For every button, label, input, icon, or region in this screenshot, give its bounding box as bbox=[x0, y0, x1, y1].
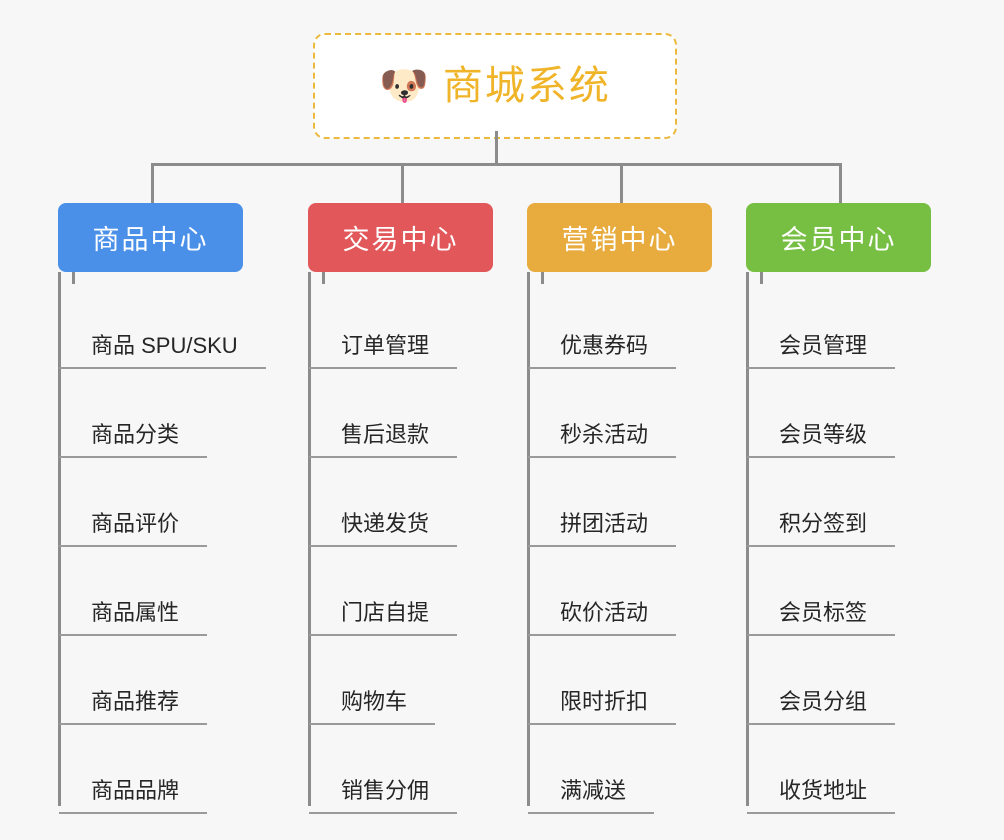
column-spine bbox=[58, 272, 61, 806]
leaf-item[interactable]: 商品评价 bbox=[58, 458, 243, 547]
leaf-item-label: 商品推荐 bbox=[59, 687, 208, 725]
connector-vertical bbox=[541, 272, 544, 284]
connector-vertical bbox=[151, 163, 154, 203]
column-spine bbox=[746, 272, 749, 806]
leaf-item-label: 砍价活动 bbox=[528, 598, 677, 636]
category-header-member-center[interactable]: 会员中心 bbox=[746, 203, 931, 272]
leaf-item[interactable]: 门店自提 bbox=[308, 547, 493, 636]
leaf-item[interactable]: 商品属性 bbox=[58, 547, 243, 636]
leaf-item[interactable]: 优惠券码 bbox=[527, 280, 712, 369]
leaf-item[interactable]: 会员标签 bbox=[746, 547, 931, 636]
leaf-item-label: 满减送 bbox=[528, 776, 655, 814]
leaf-list-trade-center: 订单管理售后退款快递发货门店自提购物车销售分佣 bbox=[308, 272, 493, 814]
category-header-label: 会员中心 bbox=[780, 225, 897, 255]
leaf-item[interactable]: 商品推荐 bbox=[58, 636, 243, 725]
leaf-item[interactable]: 商品 SPU/SKU bbox=[58, 280, 266, 369]
leaf-item-label: 会员标签 bbox=[747, 598, 896, 636]
leaf-item[interactable]: 商品分类 bbox=[58, 369, 243, 458]
column-spine bbox=[308, 272, 311, 806]
category-header-label: 交易中心 bbox=[342, 225, 459, 255]
leaf-item-label: 门店自提 bbox=[309, 598, 458, 636]
shiba-dog-icon: 🐶 bbox=[379, 64, 429, 108]
leaf-item[interactable]: 会员管理 bbox=[746, 280, 931, 369]
leaf-item[interactable]: 购物车 bbox=[308, 636, 493, 725]
leaf-item[interactable]: 拼团活动 bbox=[527, 458, 712, 547]
category-column-product-center: 商品中心商品 SPU/SKU 商品分类商品评价商品属性商品推荐商品品牌 bbox=[58, 203, 266, 814]
connector-vertical bbox=[322, 272, 325, 284]
connector-vertical bbox=[620, 163, 623, 203]
connector-vertical bbox=[401, 163, 404, 203]
leaf-item-label: 限时折扣 bbox=[528, 687, 677, 725]
leaf-item-label: 会员分组 bbox=[747, 687, 896, 725]
leaf-item-label: 商品属性 bbox=[59, 598, 208, 636]
leaf-item[interactable]: 砍价活动 bbox=[527, 547, 712, 636]
leaf-list-member-center: 会员管理会员等级积分签到会员标签会员分组收货地址 bbox=[746, 272, 931, 814]
leaf-item-label: 积分签到 bbox=[747, 509, 896, 547]
leaf-item-label: 收货地址 bbox=[747, 776, 896, 814]
category-header-label: 营销中心 bbox=[561, 225, 678, 255]
leaf-item[interactable]: 售后退款 bbox=[308, 369, 493, 458]
leaf-item-label: 售后退款 bbox=[309, 420, 458, 458]
category-header-trade-center[interactable]: 交易中心 bbox=[308, 203, 493, 272]
root-title: 商城系统 bbox=[442, 64, 611, 108]
leaf-item[interactable]: 积分签到 bbox=[746, 458, 931, 547]
leaf-list-product-center: 商品 SPU/SKU 商品分类商品评价商品属性商品推荐商品品牌 bbox=[58, 272, 266, 814]
category-column-trade-center: 交易中心订单管理售后退款快递发货门店自提购物车销售分佣 bbox=[308, 203, 493, 814]
leaf-item-label: 拼团活动 bbox=[528, 509, 677, 547]
leaf-item-label: 商品 SPU/SKU bbox=[59, 331, 266, 369]
leaf-item[interactable]: 满减送 bbox=[527, 725, 712, 814]
connector-vertical bbox=[495, 131, 498, 166]
connector-horizontal bbox=[151, 163, 842, 166]
leaf-item-label: 商品品牌 bbox=[59, 776, 208, 814]
root-node[interactable]: 🐶 商城系统 bbox=[313, 33, 677, 139]
leaf-item-label: 会员等级 bbox=[747, 420, 896, 458]
category-column-marketing-center: 营销中心优惠券码秒杀活动拼团活动砍价活动限时折扣满减送 bbox=[527, 203, 712, 814]
connector-vertical bbox=[839, 163, 842, 203]
category-header-label: 商品中心 bbox=[92, 225, 209, 255]
leaf-item-label: 销售分佣 bbox=[309, 776, 458, 814]
category-column-member-center: 会员中心会员管理会员等级积分签到会员标签会员分组收货地址 bbox=[746, 203, 931, 814]
category-header-product-center[interactable]: 商品中心 bbox=[58, 203, 243, 272]
leaf-item[interactable]: 快递发货 bbox=[308, 458, 493, 547]
connector-vertical bbox=[760, 272, 763, 284]
leaf-item-label: 购物车 bbox=[309, 687, 436, 725]
leaf-item-label: 会员管理 bbox=[747, 331, 896, 369]
leaf-item[interactable]: 会员分组 bbox=[746, 636, 931, 725]
leaf-item-label: 商品评价 bbox=[59, 509, 208, 547]
leaf-item[interactable]: 秒杀活动 bbox=[527, 369, 712, 458]
leaf-item[interactable]: 订单管理 bbox=[308, 280, 493, 369]
leaf-item-label: 订单管理 bbox=[309, 331, 458, 369]
leaf-item[interactable]: 销售分佣 bbox=[308, 725, 493, 814]
leaf-item-label: 优惠券码 bbox=[528, 331, 677, 369]
leaf-item[interactable]: 会员等级 bbox=[746, 369, 931, 458]
leaf-item[interactable]: 商品品牌 bbox=[58, 725, 243, 814]
column-spine bbox=[527, 272, 530, 806]
leaf-item-label: 秒杀活动 bbox=[528, 420, 677, 458]
leaf-item-label: 商品分类 bbox=[59, 420, 208, 458]
connector-vertical bbox=[72, 272, 75, 284]
leaf-item-label: 快递发货 bbox=[309, 509, 458, 547]
leaf-item[interactable]: 限时折扣 bbox=[527, 636, 712, 725]
leaf-list-marketing-center: 优惠券码秒杀活动拼团活动砍价活动限时折扣满减送 bbox=[527, 272, 712, 814]
category-header-marketing-center[interactable]: 营销中心 bbox=[527, 203, 712, 272]
leaf-item[interactable]: 收货地址 bbox=[746, 725, 931, 814]
